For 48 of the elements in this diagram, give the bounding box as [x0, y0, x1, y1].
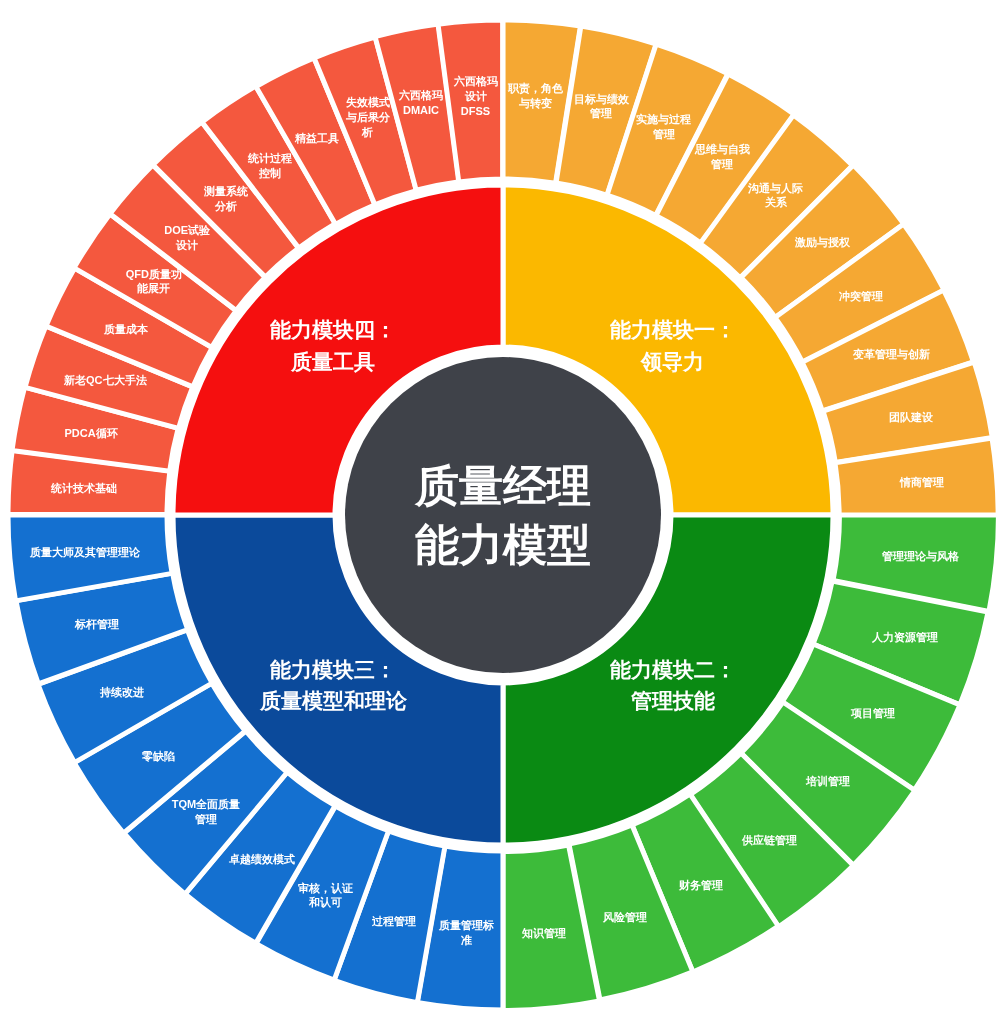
segment-label: 过程管理 [372, 913, 417, 929]
segment-label: 统计技术基础 [50, 480, 117, 495]
module-title: 能力模块二： [609, 656, 736, 683]
segment-label: 质量管理标准 [437, 918, 495, 949]
segment-label: 风险管理 [602, 909, 647, 925]
segment-label: 卓越绩效模式 [229, 851, 296, 867]
segment-label: 知识管理 [522, 925, 567, 941]
segment-label: 失效模式与后果分析 [345, 95, 391, 140]
module-title: 质量工具 [291, 348, 376, 375]
segment-label: 统计过程控制 [246, 150, 293, 181]
segment-label: 变革管理与创新 [852, 346, 930, 362]
segment-label: QFD质量功能展开 [124, 266, 183, 297]
module-title: 质量模型和理论 [259, 687, 407, 714]
segment-label: 六西格玛设计DFSS [452, 73, 499, 119]
segment-label: 团队建设 [889, 409, 934, 425]
segment-label: 思维与自我管理 [693, 142, 751, 172]
segment-label: 新老QC七大手法 [64, 372, 147, 388]
segment-label: 财务管理 [678, 877, 723, 893]
segment-label: 精益工具 [295, 130, 340, 146]
segment-label: DOE试验设计 [163, 223, 212, 253]
segment-label: 持续改进 [100, 685, 145, 700]
segment-label: TQM全面质量管理 [170, 797, 242, 827]
segment-label: 实施与过程管理 [635, 112, 693, 142]
module-title: 能力模块四： [270, 316, 397, 343]
segment-label: 情商管理 [899, 474, 944, 490]
segment-label: 沟通与人际关系 [747, 180, 805, 211]
segment-label: PDCA循环 [64, 425, 118, 441]
segment-label: 质量大师及其管理理论 [29, 544, 140, 559]
segment-label: 审核，认证和认可 [297, 880, 354, 911]
segment-label: 职责，角色与转变 [507, 81, 565, 112]
segment-label: 供应链管理 [741, 832, 797, 848]
segment-label: 冲突管理 [839, 288, 884, 303]
segment-label: 目标与绩效管理 [572, 91, 630, 122]
segment-label: 培训管理 [805, 774, 850, 789]
segment-label: 标杆管理 [75, 616, 120, 632]
segment-label: 项目管理 [851, 705, 896, 721]
segment-label: 管理理论与风格 [882, 548, 960, 564]
module-title: 管理技能 [630, 687, 715, 714]
segment-label: 质量成本 [104, 321, 149, 337]
segment-label: 人力资源管理 [871, 629, 938, 645]
segment-label: 六西格玛DMAIC [398, 88, 445, 118]
center-title: 质量经理能力模型 [414, 459, 592, 571]
module-title: 能力模块一： [609, 316, 736, 343]
segment-label: 测量系统分析 [203, 184, 250, 215]
segment-label: 零缺陷 [142, 748, 176, 764]
module-title: 能力模块三： [270, 656, 397, 683]
segment-label: 激励与授权 [794, 234, 850, 250]
module-title: 领导力 [641, 348, 705, 375]
